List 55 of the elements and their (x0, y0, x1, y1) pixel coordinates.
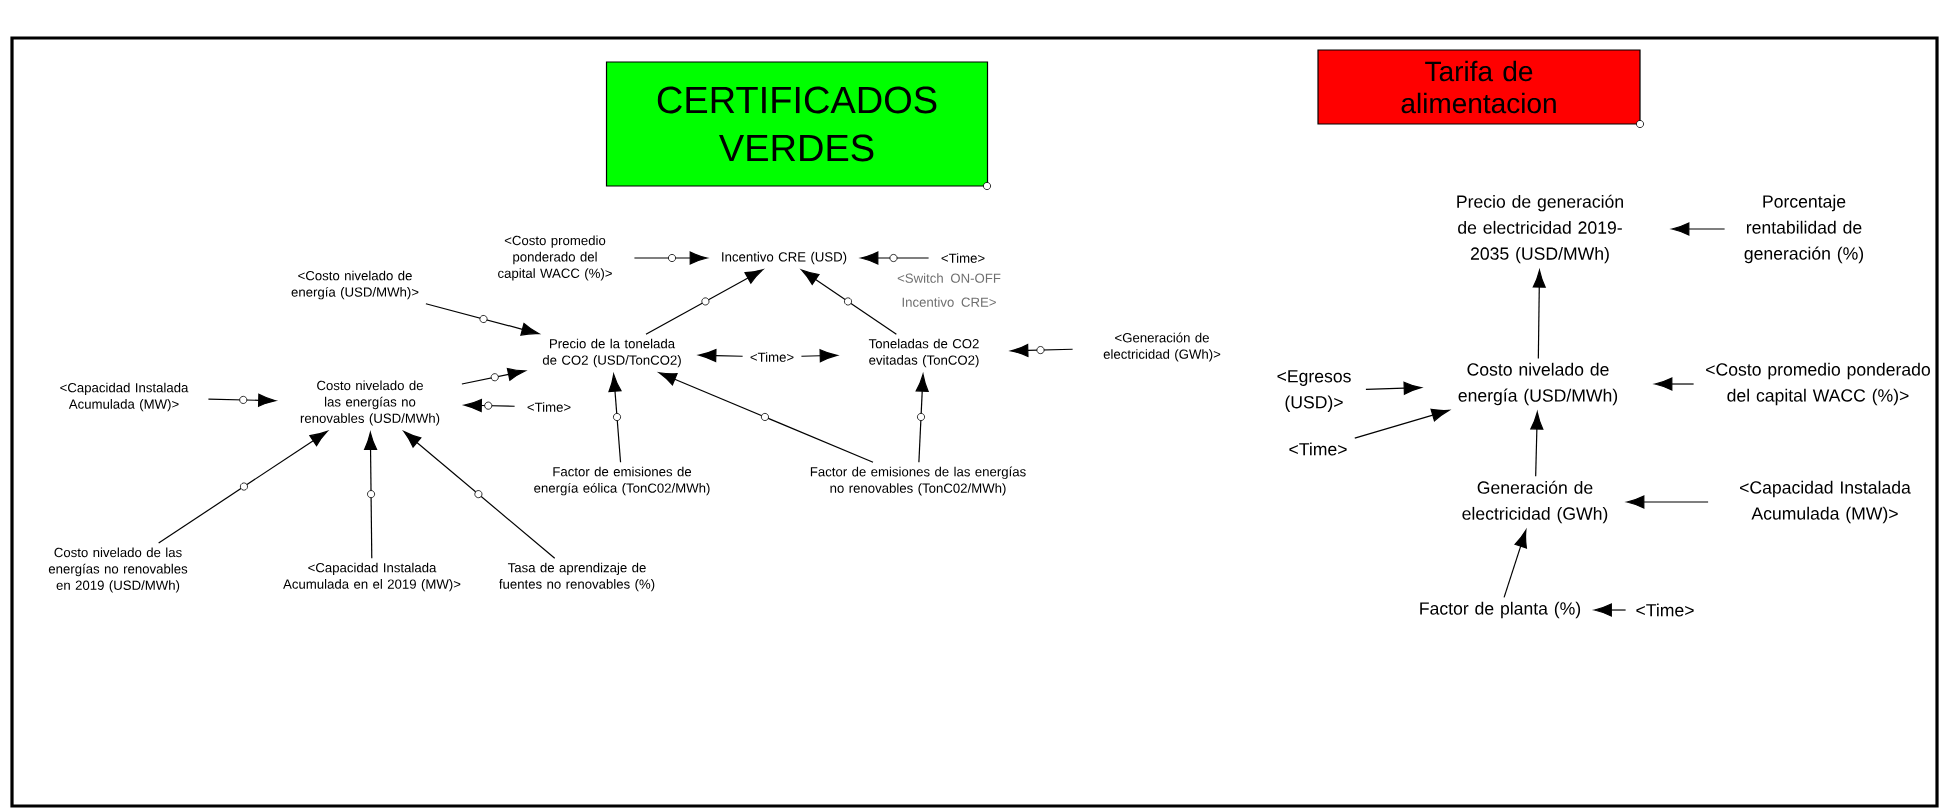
arrow (645, 269, 764, 335)
variable-label: <Generación de electricidad (GWh)> (1103, 332, 1221, 362)
arrow (425, 303, 540, 336)
variable-label: Generación de electricidad (GWh) (1462, 480, 1608, 524)
arrow (1593, 603, 1627, 617)
variable-label: Incentivo CRE (USD) (722, 251, 847, 265)
arrow (915, 373, 929, 463)
variable-label: Costo nivelado de las energías no renovables en 2019 (USD/MWh) (48, 547, 188, 593)
variable-label: Costo nivelado de energía (USD/MWh) (1458, 362, 1618, 406)
arrow (1671, 222, 1726, 236)
note-label: <Switch ON-OFF Incentivo CRE> (897, 273, 1001, 307)
variable-label: Factor de emisiones de las energías no renovables (TonC02/MWh) (810, 466, 1026, 496)
title-box: CERTIFICADOS VERDES (605, 61, 991, 190)
arrow (800, 349, 838, 363)
variable-label: <Time> (1636, 603, 1694, 617)
arrow (1626, 495, 1709, 509)
variable-label: <Costo nivelado de energía (USD/MWh)> (291, 270, 419, 300)
variable-label: <Time> (527, 402, 571, 412)
arrow (633, 251, 708, 265)
arrow (461, 367, 526, 385)
arrow (1532, 269, 1546, 359)
arrow (608, 373, 622, 463)
title-box: Tarifa de alimentacion (1317, 49, 1644, 128)
variable-label: <Time> (941, 253, 985, 263)
arrow (403, 431, 556, 559)
variable-label: Costo nivelado de las energías no renovables (USD/MWh) (300, 380, 440, 426)
variable-label: <Costo promedio ponderado del capital WACC (%)> (1706, 362, 1930, 406)
arrow (698, 349, 744, 363)
arrow (801, 269, 897, 335)
arrow (1354, 408, 1450, 439)
variable-label: Precio de la tonelada de CO2 (USD/TonCO2) (542, 338, 681, 368)
variable-label: <Capacidad Instalada Acumulada (MW)> (60, 382, 189, 412)
variable-label: <Time> (1289, 442, 1347, 456)
arrow (207, 393, 277, 407)
arrow (158, 430, 328, 544)
variable-label: <Egresos (USD)> (1277, 370, 1351, 412)
arrow (860, 251, 930, 265)
variable-label: Tasa de aprendizaje de fuentes no renovables (%) (499, 562, 655, 592)
arrow (1503, 529, 1527, 598)
arrow (1654, 377, 1695, 391)
variable-label: <Capacidad Instalada Acumulada en el 2019 (MW)> (283, 562, 461, 592)
variable-label: Precio de generación de electricidad 2019-2035 (USD/MWh) (1457, 194, 1623, 264)
variable-label: Factor de planta (%) (1420, 601, 1581, 619)
variable-label: <Time> (750, 352, 794, 362)
arrow (1010, 343, 1074, 357)
variable-label: Porcentaje rentabilidad de generación (%) (1744, 194, 1864, 264)
arrow (1365, 381, 1422, 395)
arrow (658, 372, 874, 463)
arrow (363, 432, 378, 559)
variable-label: Toneladas de CO2 evitadas (TonCO2) (868, 338, 979, 368)
arrow (463, 398, 516, 413)
variable-label: <Capacidad Instalada Acumulada (MW)> (1740, 480, 1911, 524)
variable-label: Factor de emisiones de energía eólica (TonC02/MWh) (534, 466, 710, 496)
variable-label: <Costo promedio ponderado del capital WACC (%)> (498, 235, 612, 281)
arrow (1530, 411, 1544, 477)
